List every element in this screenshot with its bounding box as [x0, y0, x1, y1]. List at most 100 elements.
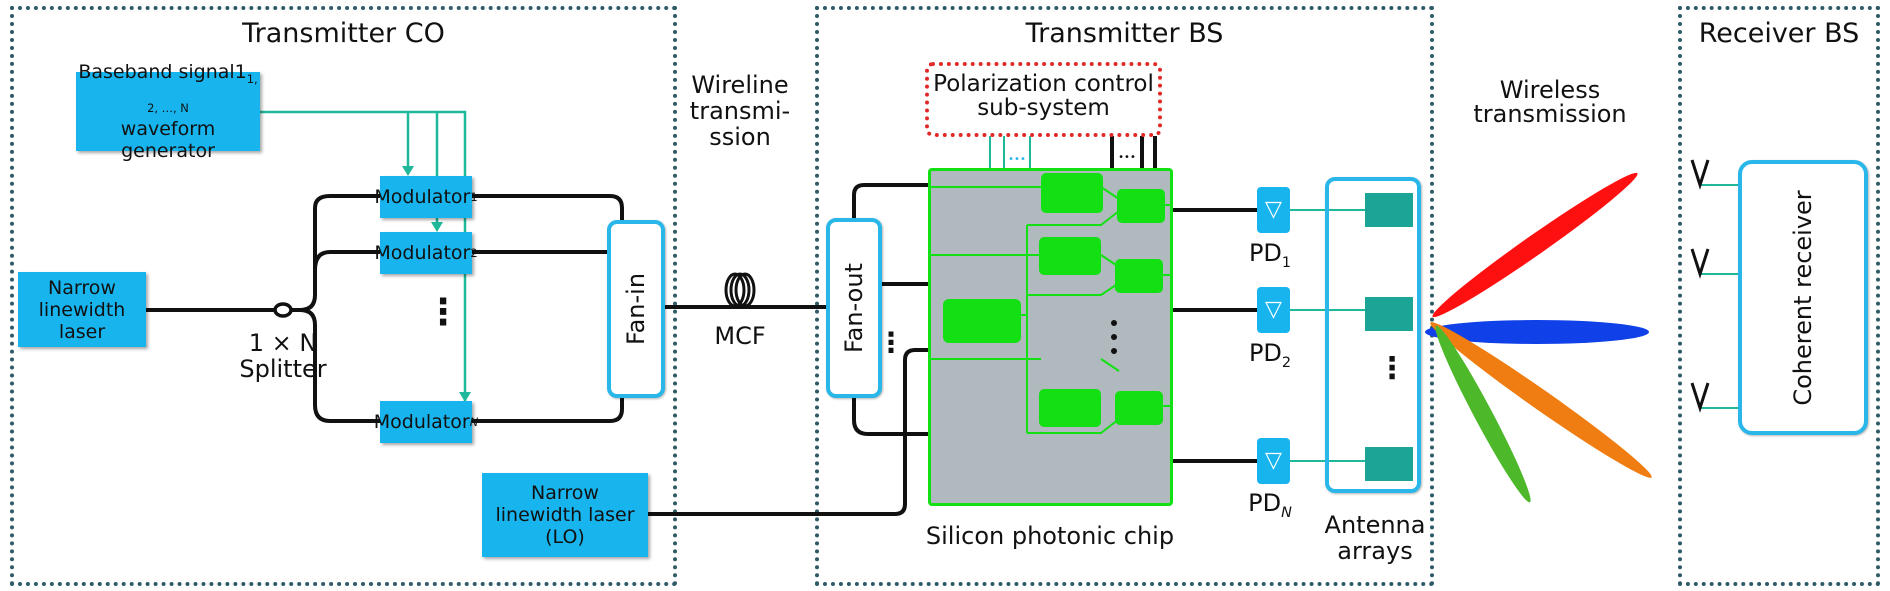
baseband-label-2: waveform generator: [120, 118, 216, 163]
polarization-control-subsystem: Polarization control sub-system: [925, 62, 1162, 137]
modn-to-fanin: [470, 397, 624, 423]
antenna-icon: [1690, 248, 1710, 279]
antenna-icon: [1690, 159, 1710, 190]
split-branch-1: [299, 194, 380, 312]
pd-name: PD: [1248, 489, 1282, 517]
pd1-label: PD1: [1240, 240, 1300, 276]
split-branch-2: [313, 250, 380, 271]
splitter-name: Splitter: [239, 355, 327, 383]
chip-component: [1115, 391, 1163, 425]
photodiode-icon: ▽: [1265, 197, 1282, 222]
wireline-line-2: transmi-: [689, 97, 791, 125]
fanout-branch-n: [852, 397, 928, 436]
fan-in-label: Fan-in: [622, 272, 650, 346]
coherent-receiver: Coherent receiver: [1738, 160, 1868, 435]
fan-out: Fan-out: [826, 218, 882, 398]
antenna-ellipsis: ⋮: [1377, 351, 1407, 386]
laser-label-2: linewidth laser: [38, 298, 126, 343]
antenna-element: [1365, 447, 1413, 481]
transmitter-bs-region: Transmitter BS: [815, 6, 1434, 586]
beam-green: [1435, 325, 1531, 503]
pd2-label: PD2: [1240, 340, 1300, 376]
antenna-arrays-label: Antenna arrays: [1305, 512, 1445, 564]
pd-subscript: N: [1281, 504, 1292, 521]
fiber-coil-icon: [724, 272, 756, 308]
photodiode-1: ▽: [1257, 187, 1290, 233]
antenna-label-1: Antenna: [1324, 511, 1426, 539]
chip-circuit: [931, 173, 1170, 434]
baseband-waveform-generator: Baseband signal11, 2, …, N waveform gene…: [76, 61, 260, 162]
split-branch-n: [299, 308, 380, 423]
photodiode-icon: ▽: [1265, 297, 1282, 322]
silicon-photonic-chip-label: Silicon photonic chip: [925, 522, 1175, 550]
modulator-subscript: 1: [470, 190, 478, 204]
chip-component: [943, 299, 1021, 343]
antenna-icon: [1690, 382, 1710, 413]
mod1-to-fanin: [470, 194, 624, 220]
coherent-receiver-label: Coherent receiver: [1789, 189, 1817, 406]
arrow-icon: [402, 166, 414, 176]
modulator-subscript: N: [469, 415, 479, 429]
pd-subscript: 2: [1281, 354, 1292, 371]
wireline-line-3: ssion: [709, 123, 771, 151]
lo-label-2: linewidth laser: [495, 504, 635, 526]
antenna-label-2: arrays: [1337, 537, 1413, 565]
splitter-ratio: 1 × N: [248, 329, 318, 357]
signal-line-n: [259, 110, 467, 401]
chip-component: [1041, 173, 1103, 213]
fan-out-label: Fan-out: [840, 263, 868, 353]
wireless-label-1: Wireless: [1499, 76, 1601, 104]
beam-red: [1432, 172, 1638, 318]
modulator-label: Modulator: [374, 242, 471, 264]
arrow-icon: [459, 392, 471, 402]
modulator-subscript: 2: [470, 246, 478, 260]
polarization-teal-lines: [989, 136, 1031, 168]
wireline-transmission-label: Wireline transmi- ssion: [685, 72, 795, 150]
splitter-icon: [273, 302, 293, 318]
photodiode-2: ▽: [1257, 287, 1290, 333]
beam-blue: [1425, 320, 1649, 344]
arrow-icon: [431, 222, 443, 232]
mcf-label: MCF: [714, 322, 766, 350]
antenna-arrays: ⋮: [1325, 177, 1421, 493]
pd-name: PD: [1248, 339, 1282, 367]
wireless-label-2: transmission: [1473, 100, 1627, 128]
chip-component: [1117, 189, 1165, 223]
narrow-linewidth-laser: Narrow linewidth laser: [18, 272, 146, 347]
receiver-antennas: [1690, 159, 1710, 413]
receiver-bs-region: Receiver BS: [1678, 6, 1880, 586]
pd-name: PD: [1248, 239, 1282, 267]
laser-label-1: Narrow: [48, 276, 116, 299]
fanout-branch-1: [852, 183, 928, 218]
fanout-ellipsis: ⋮: [877, 326, 905, 359]
antenna-element: [1365, 193, 1413, 227]
chip-component: [1039, 237, 1101, 275]
lo-narrow-linewidth-laser: Narrow linewidth laser (LO): [482, 473, 648, 557]
fan-in: Fan-in: [607, 220, 665, 398]
chip-component: [1115, 259, 1163, 293]
silicon-photonic-chip: [928, 168, 1173, 506]
photodiode-icon: ▽: [1265, 448, 1282, 473]
modulator-label: Modulator: [373, 411, 470, 433]
transmitter-co-title: Transmitter CO: [242, 18, 445, 49]
wireline-line-1: Wireline: [691, 71, 789, 99]
lo-label-3: (LO): [545, 526, 585, 548]
pd-subscript: 1: [1281, 254, 1292, 271]
modulator-label: Modulator: [374, 186, 471, 208]
polarization-label-2: sub-system: [977, 95, 1110, 121]
modulator-ellipsis: ⋮: [425, 292, 461, 333]
transmitter-co-region: Transmitter CO: [10, 6, 677, 586]
transmitter-bs-title: Transmitter BS: [1025, 18, 1224, 49]
wireless-transmission-label: Wireless transmission: [1450, 78, 1650, 126]
wireless-beams: [1425, 172, 1652, 503]
baseband-label: Baseband signal1: [78, 60, 247, 83]
photodiode-n: ▽: [1257, 438, 1290, 484]
receiver-bs-title: Receiver BS: [1698, 18, 1860, 49]
lo-label-1: Narrow: [531, 482, 599, 504]
chip-component: [1039, 389, 1101, 427]
co-fiber-lines: [145, 136, 1257, 516]
